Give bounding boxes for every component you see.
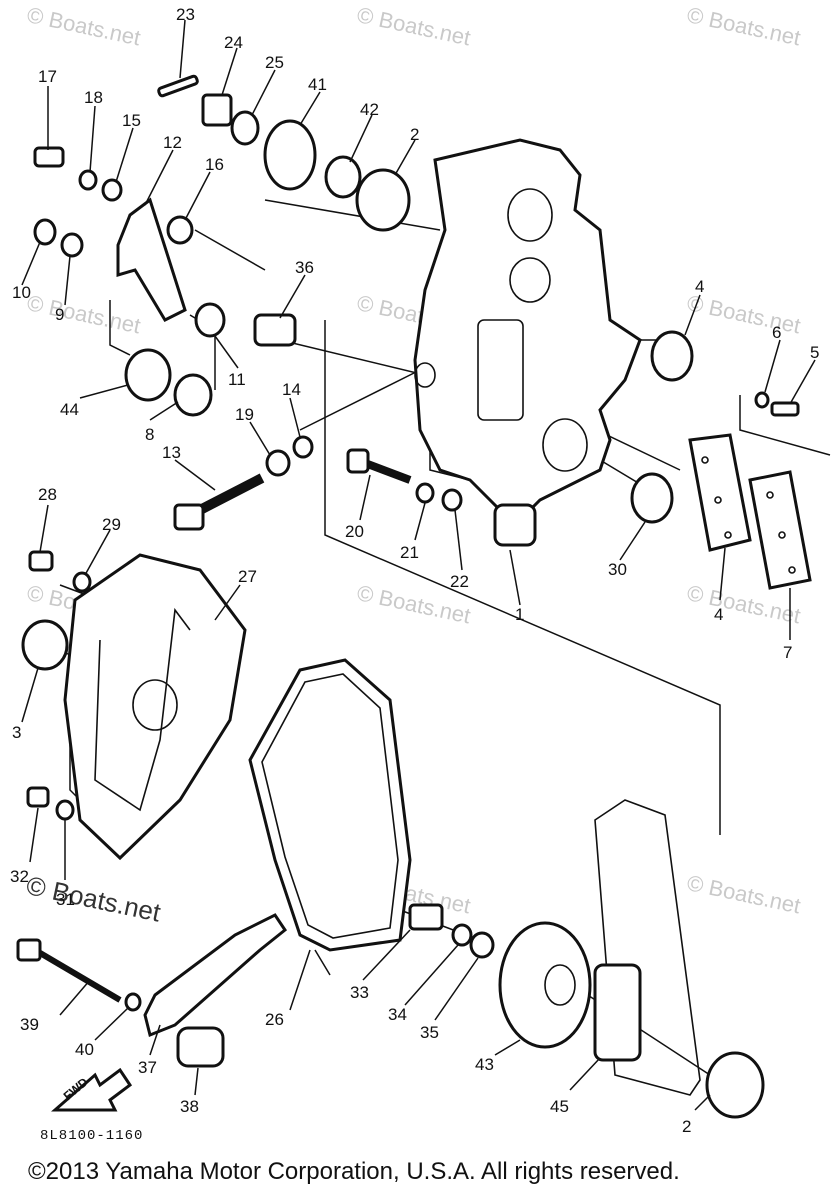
washer-26 [230, 110, 260, 146]
part-label-27: 26 [265, 1010, 284, 1029]
collar-43 [324, 155, 362, 199]
part-label-28: 27 [238, 567, 257, 586]
part-label-5: 4 [714, 605, 723, 624]
oil-seal-3 [21, 619, 69, 671]
part-label-29: 28 [38, 485, 57, 504]
elbow-fitting-37 [253, 313, 297, 347]
part-label-20: 19 [235, 405, 254, 424]
bolt-34 [408, 903, 444, 931]
bolt-18 [33, 146, 65, 168]
case-cover-28 [63, 553, 247, 861]
part-label-1: 1 [515, 605, 524, 624]
part-label-35: 34 [388, 1005, 407, 1024]
chain-46 [593, 963, 642, 1062]
bolt-29 [28, 550, 54, 572]
washer-10 [60, 232, 84, 258]
part-label-32: 31 [56, 890, 75, 909]
part-label-22: 21 [400, 543, 419, 562]
bolt-6 [770, 401, 800, 417]
part-label-11: 10 [12, 283, 31, 302]
pin-24 [157, 74, 199, 98]
collar-17 [166, 215, 194, 245]
part-label-14: 13 [162, 443, 181, 462]
diagram-code: 8L8100-1160 [40, 1128, 144, 1144]
part-label-16: 15 [122, 111, 141, 130]
part-label-10: 9 [55, 305, 64, 324]
part-label-23: 22 [450, 572, 469, 591]
washer-41 [124, 992, 142, 1012]
washer-30 [72, 571, 92, 593]
washer-23 [441, 488, 463, 512]
part-label-33: 32 [10, 867, 29, 886]
bracket-38 [143, 913, 288, 1038]
collar-12 [194, 302, 226, 338]
fwd-arrow-icon [51, 1067, 133, 1112]
bushing-39 [176, 1026, 225, 1068]
part-label-34: 33 [350, 983, 369, 1002]
part-label-41: 40 [75, 1040, 94, 1059]
part-label-17: 16 [205, 155, 224, 174]
part-label-18: 17 [38, 67, 57, 86]
chain-46-outline [594, 799, 701, 1096]
washer-22 [415, 482, 435, 504]
washer-15 [292, 435, 314, 459]
part-label-2-lower: 2 [682, 1117, 691, 1136]
part-label-24: 23 [176, 5, 195, 24]
part-label-21: 20 [345, 522, 364, 541]
part-label-6: 5 [810, 343, 819, 362]
nut-25 [201, 93, 233, 127]
washer-16 [101, 178, 123, 202]
gear-45 [124, 348, 172, 402]
part-label-42: 41 [308, 75, 327, 94]
part-label-26: 25 [265, 53, 284, 72]
part-label-46: 45 [550, 1097, 569, 1116]
part-label-37: 36 [295, 258, 314, 277]
gear-case-housing [413, 138, 642, 547]
bolt-21 [346, 448, 412, 484]
oil-seal-31 [630, 472, 674, 524]
part-label-7: 6 [772, 323, 781, 342]
bolt-40 [16, 938, 122, 1003]
part-label-40: 39 [20, 1015, 39, 1034]
gasket-27 [248, 658, 412, 952]
washer-7 [754, 391, 770, 409]
bolt-14 [173, 473, 265, 531]
part-label-44: 43 [475, 1055, 494, 1074]
part-label-39: 38 [180, 1097, 199, 1116]
exploded-parts-diagram: 23 24 25 41 42 2 17 18 15 12 16 10 9 36 … [10, 5, 831, 1136]
bearing-2 [355, 168, 411, 232]
part-label-38: 37 [138, 1058, 157, 1077]
part-label-36: 35 [420, 1023, 439, 1042]
part-label-9: 8 [145, 425, 154, 444]
part-label-45: 44 [60, 400, 79, 419]
part-label-30: 29 [102, 515, 121, 534]
shim-plate-5 [688, 433, 752, 552]
part-label-12: 11 [228, 370, 246, 389]
washer-11 [33, 218, 57, 246]
leader-lines [21, 19, 816, 1111]
washer-35 [451, 923, 473, 947]
part-label-15: 14 [282, 380, 301, 399]
bolt-33 [26, 786, 50, 808]
washer-19 [78, 169, 98, 191]
sprocket-42 [263, 119, 317, 191]
part-label-25: 24 [224, 33, 243, 52]
oil-seal-4 [650, 330, 694, 382]
copyright-notice: ©2013 Yamaha Motor Corporation, U.S.A. A… [28, 1158, 680, 1185]
bushing-9 [173, 373, 213, 417]
nut-20 [265, 449, 291, 477]
bearing-2-lower [705, 1051, 765, 1119]
part-label-3: 3 [12, 723, 21, 742]
bracket-13 [116, 197, 187, 322]
part-label-2: 2 [410, 125, 419, 144]
part-label-4: 4 [695, 277, 704, 296]
part-label-8: 7 [783, 643, 792, 662]
shim-plate-8 [748, 470, 812, 590]
washer-32 [55, 799, 75, 821]
part-label-43: 42 [360, 100, 379, 119]
washer-36 [469, 931, 495, 959]
part-label-19: 18 [84, 88, 103, 107]
part-label-13: 12 [163, 133, 182, 152]
part-label-31: 30 [608, 560, 627, 579]
